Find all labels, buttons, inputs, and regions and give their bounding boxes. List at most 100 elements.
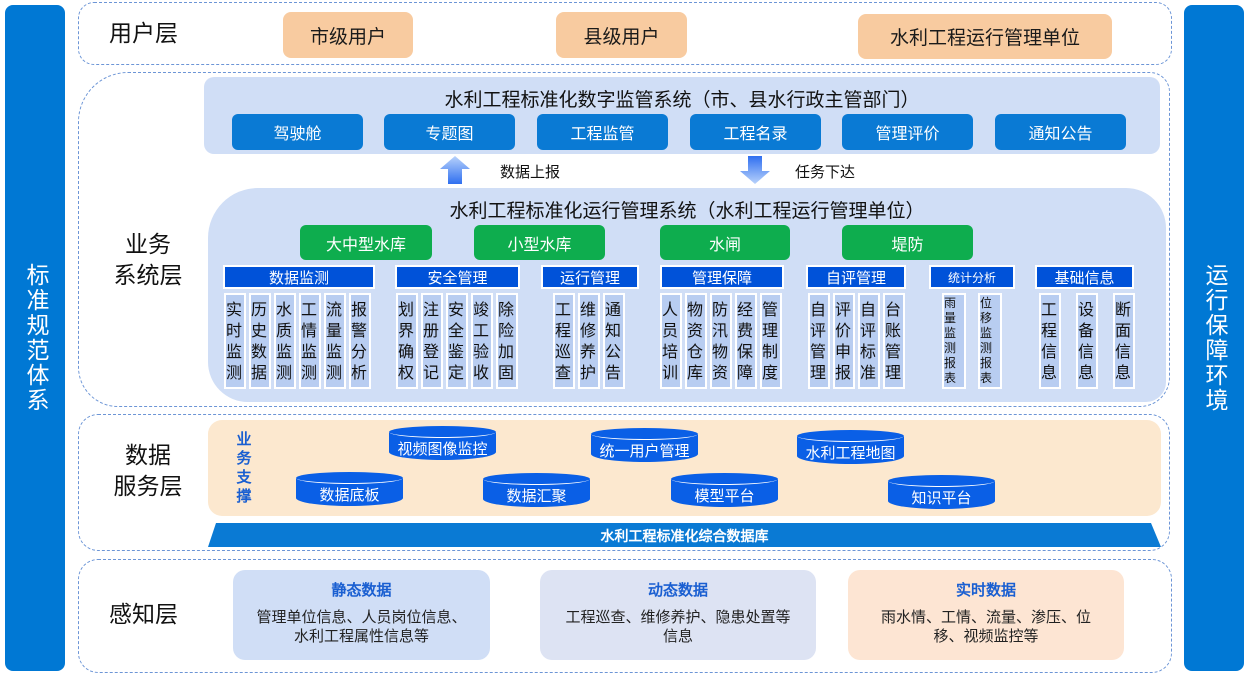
- service-data-aggregation[interactable]: 数据汇聚: [483, 473, 590, 509]
- cockpit-button[interactable]: 驾驶舱: [232, 114, 363, 150]
- business-system-layer: [78, 72, 1170, 407]
- large-medium-reservoir-button[interactable]: 大中型水库: [300, 225, 432, 260]
- business-layer-label-line2: 系统层: [113, 263, 183, 289]
- arrow-up-icon: [440, 156, 470, 184]
- item-section-info[interactable]: 断面信息: [1113, 293, 1135, 389]
- operation-support-label: 运行保障环境: [1201, 263, 1227, 413]
- service-project-map[interactable]: 水利工程地图: [797, 430, 904, 466]
- service-data-aggregation-label: 数据汇聚: [506, 487, 567, 505]
- realtime-data-desc: 雨水情、工情、流量、渗压、位移、视频监控等: [880, 608, 1091, 645]
- data-service-layer: [78, 414, 1170, 551]
- item-inspection[interactable]: 工程巡查: [553, 293, 575, 389]
- service-video-monitoring-label: 视频图像监控: [397, 440, 488, 458]
- perception-layer-label: 感知层: [109, 602, 178, 628]
- service-model-platform-label: 模型平台: [694, 487, 755, 505]
- item-evaluation-application[interactable]: 评价申报: [833, 293, 855, 389]
- integrated-database-banner[interactable]: 水利工程标准化综合数据库: [208, 523, 1161, 547]
- user-management-unit[interactable]: 水利工程运行管理单位: [858, 14, 1112, 59]
- support-label-char: 务: [236, 449, 252, 467]
- item-reinforcement[interactable]: 除险加固: [496, 293, 518, 389]
- item-warehouse[interactable]: 物资仓库: [685, 293, 707, 389]
- user-layer-label: 用户层: [109, 21, 178, 47]
- module-statistics[interactable]: 统计分析: [929, 265, 1015, 289]
- service-knowledge-platform-label: 知识平台: [911, 489, 972, 507]
- item-regulations[interactable]: 管理制度: [760, 293, 782, 389]
- module-management-support[interactable]: 管理保障: [660, 265, 784, 289]
- item-displacement-report[interactable]: 位移监测报表: [978, 293, 1002, 389]
- embankment-button[interactable]: 堤防: [842, 225, 973, 260]
- item-safety-appraisal[interactable]: 安全鉴定: [446, 293, 468, 389]
- item-history-data[interactable]: 历史数据: [249, 293, 271, 389]
- project-supervision-button[interactable]: 工程监管: [537, 114, 668, 150]
- service-data-base-label: 数据底板: [319, 486, 380, 504]
- item-realtime-monitoring[interactable]: 实时监测: [224, 293, 246, 389]
- data-layer-label-line1: 数据: [125, 443, 171, 469]
- notice-button[interactable]: 通知公告: [995, 114, 1126, 150]
- item-flood-materials[interactable]: 防汛物资: [710, 293, 732, 389]
- dynamic-data-box: 动态数据 工程巡查、维修养护、隐患处置等信息: [540, 570, 816, 660]
- item-alarm-analysis[interactable]: 报警分析: [349, 293, 371, 389]
- arrow-down-icon: [740, 156, 770, 184]
- item-water-quality[interactable]: 水质监测: [274, 293, 296, 389]
- item-project-info[interactable]: 工程信息: [1039, 293, 1061, 389]
- supervision-system-panel: 水利工程标准化数字监管系统（市、县水行政主管部门） 驾驶舱 专题图 工程监管 工…: [204, 77, 1160, 154]
- support-label-char: 支: [236, 468, 252, 486]
- module-self-evaluation[interactable]: 自评管理: [806, 265, 906, 289]
- item-ledger[interactable]: 台账管理: [883, 293, 905, 389]
- item-maintenance[interactable]: 维修养护: [578, 293, 600, 389]
- operation-system-title: 水利工程标准化运行管理系统（水利工程运行管理单位）: [449, 200, 925, 222]
- business-support-label: 业务支撑: [234, 430, 254, 506]
- database-banner-shape: [208, 523, 1161, 547]
- static-data-title: 静态数据: [331, 581, 392, 599]
- item-self-eval-standard[interactable]: 自评标准: [858, 293, 880, 389]
- business-layer-label-line1: 业务: [125, 232, 171, 258]
- user-city[interactable]: 市级用户: [283, 12, 413, 58]
- supervision-system-title: 水利工程标准化数字监管系统（市、县水行政主管部门）: [444, 89, 920, 111]
- item-completion-acceptance[interactable]: 竣工验收: [471, 293, 493, 389]
- sluice-button[interactable]: 水闸: [660, 225, 790, 260]
- item-boundary[interactable]: 划界确权: [396, 293, 418, 389]
- operation-system-panel: 水利工程标准化运行管理系统（水利工程运行管理单位） 大中型水库 小型水库 水闸 …: [208, 188, 1166, 402]
- item-notice[interactable]: 通知公告: [603, 293, 625, 389]
- item-registration[interactable]: 注册登记: [421, 293, 443, 389]
- static-data-desc: 管理单位信息、人员岗位信息、水利工程属性信息等: [256, 608, 467, 645]
- small-reservoir-button[interactable]: 小型水库: [474, 225, 605, 260]
- service-unified-user-label: 统一用户管理: [599, 442, 690, 460]
- item-work-condition[interactable]: 工情监测: [299, 293, 321, 389]
- operation-support-bar: 运行保障环境: [1184, 5, 1244, 671]
- item-training[interactable]: 人员培训: [660, 293, 682, 389]
- integrated-database-label: 水利工程标准化综合数据库: [600, 529, 769, 545]
- standards-system-label: 标准规范体系: [22, 263, 48, 413]
- dynamic-data-desc: 工程巡查、维修养护、隐患处置等信息: [565, 608, 791, 645]
- management-evaluation-button[interactable]: 管理评价: [842, 114, 973, 150]
- user-layer: 用户层 市级用户 县级用户 水利工程运行管理单位: [78, 2, 1172, 65]
- support-label-char: 业: [236, 430, 252, 448]
- item-rainfall-report[interactable]: 雨量监测报表: [942, 293, 966, 389]
- item-self-eval-management[interactable]: 自评管理: [808, 293, 830, 389]
- service-knowledge-platform[interactable]: 知识平台: [888, 475, 995, 511]
- data-layer-label-line2: 服务层: [113, 474, 183, 500]
- service-model-platform[interactable]: 模型平台: [671, 473, 778, 509]
- realtime-data-title: 实时数据: [955, 581, 1016, 599]
- service-project-map-label: 水利工程地图: [805, 444, 896, 462]
- item-flow-monitoring[interactable]: 流量监测: [324, 293, 346, 389]
- business-layer-label: 业务 系统层: [108, 230, 188, 292]
- data-layer-label: 数据 服务层: [108, 441, 188, 503]
- service-data-base[interactable]: 数据底板: [296, 472, 403, 508]
- service-unified-user[interactable]: 统一用户管理: [591, 428, 698, 464]
- data-report-label: 数据上报: [500, 163, 561, 181]
- item-funding[interactable]: 经费保障: [735, 293, 757, 389]
- thematic-map-button[interactable]: 专题图: [384, 114, 515, 150]
- realtime-data-box: 实时数据 雨水情、工情、流量、渗压、位移、视频监控等: [848, 570, 1124, 660]
- user-county[interactable]: 县级用户: [556, 12, 687, 58]
- module-data-monitoring[interactable]: 数据监测: [223, 265, 375, 289]
- module-operation-management[interactable]: 运行管理: [541, 265, 639, 289]
- static-data-box: 静态数据 管理单位信息、人员岗位信息、水利工程属性信息等: [233, 570, 490, 660]
- item-equipment-info[interactable]: 设备信息: [1076, 293, 1098, 389]
- service-video-monitoring[interactable]: 视频图像监控: [389, 426, 496, 462]
- module-basic-info[interactable]: 基础信息: [1035, 265, 1134, 289]
- task-assign-label: 任务下达: [795, 163, 856, 181]
- module-safety-management[interactable]: 安全管理: [395, 265, 520, 289]
- standards-system-bar: 标准规范体系: [5, 5, 65, 671]
- project-directory-button[interactable]: 工程名录: [690, 114, 821, 150]
